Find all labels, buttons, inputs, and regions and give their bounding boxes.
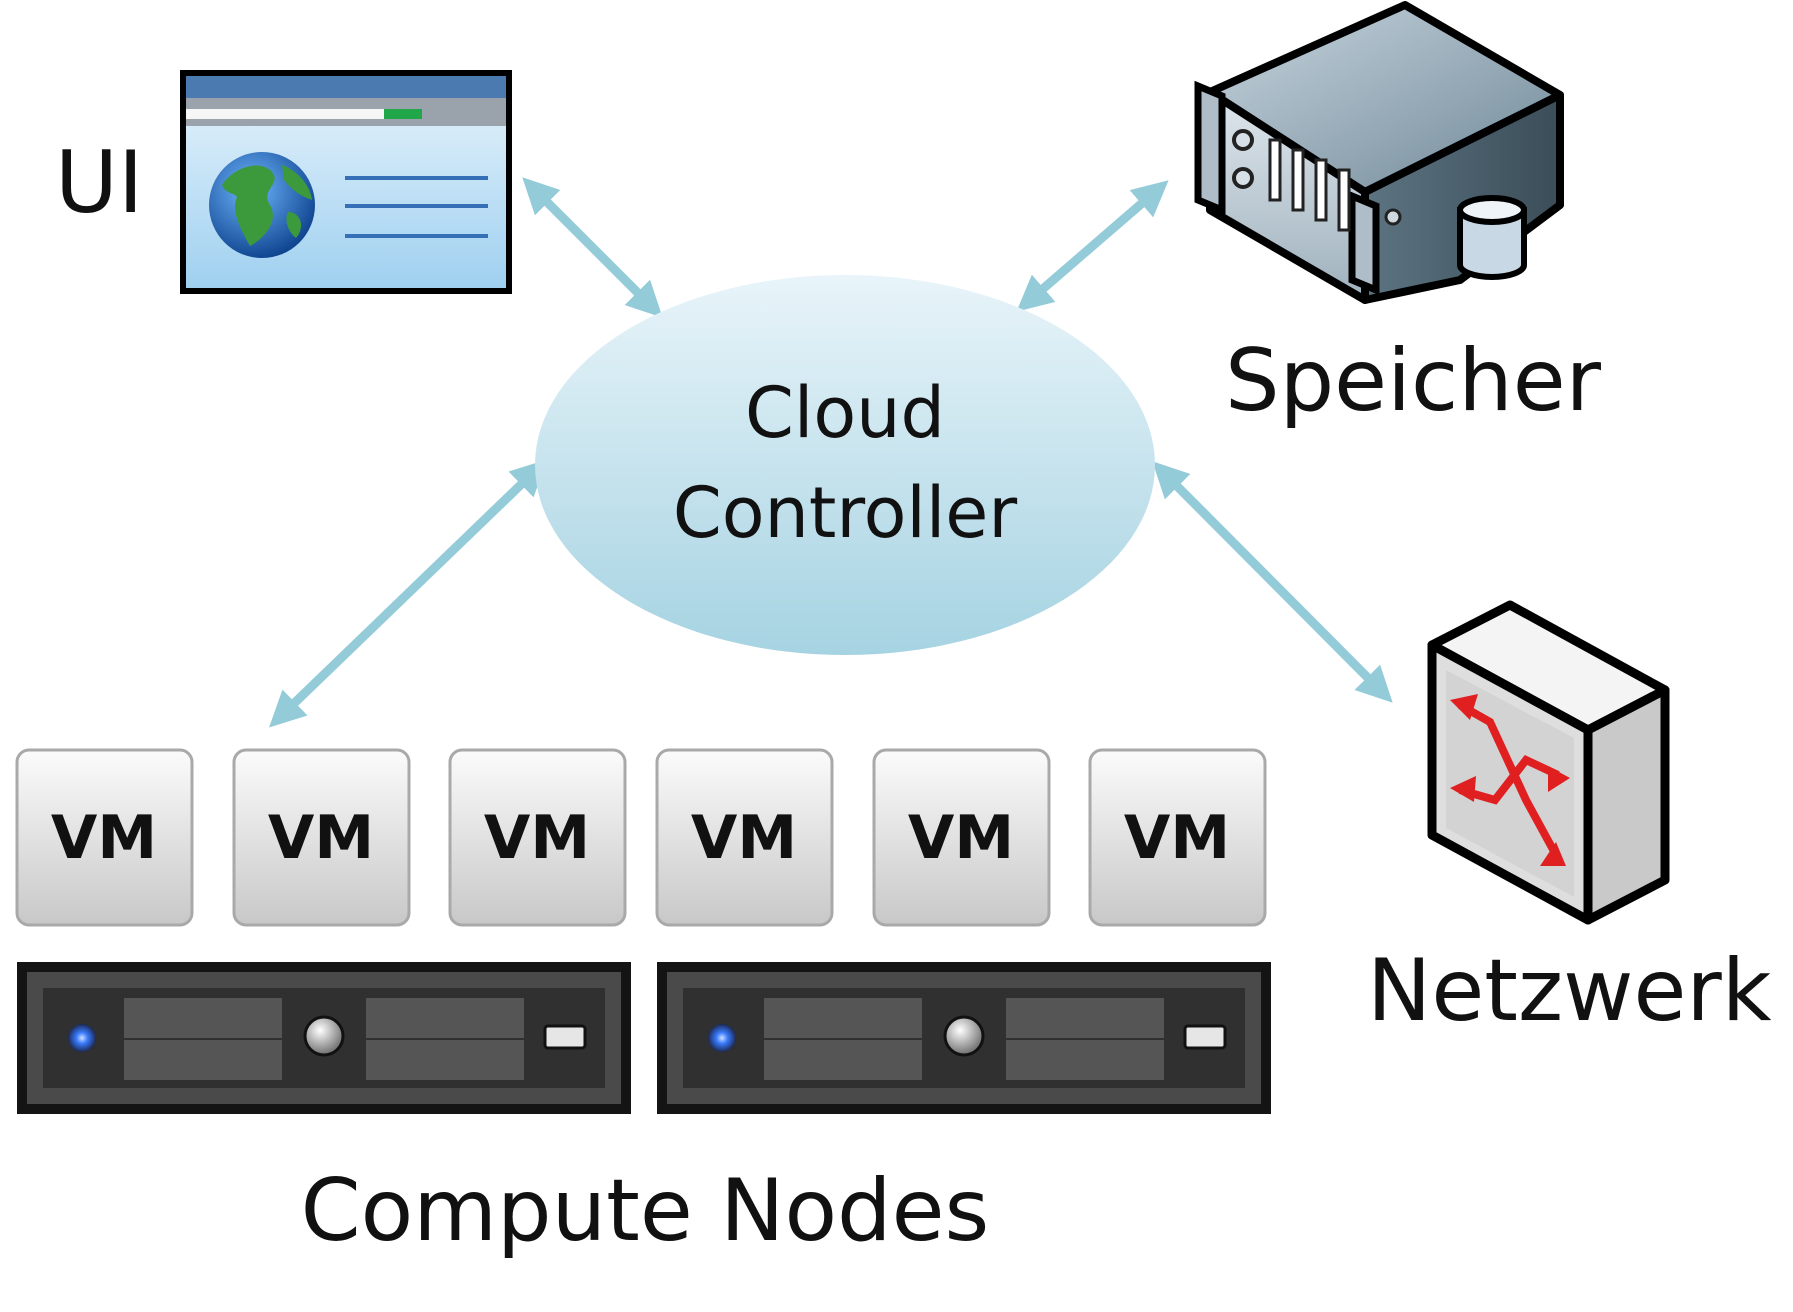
vm-box: VM bbox=[1088, 748, 1267, 927]
rack-server-icon bbox=[657, 962, 1271, 1114]
rack-server-icon bbox=[17, 962, 631, 1114]
database-cylinder bbox=[1457, 195, 1527, 280]
vm-row: VM VM VM VM VM VM bbox=[15, 748, 1267, 927]
vm-label: VM bbox=[908, 803, 1014, 873]
vm-label: VM bbox=[268, 803, 374, 873]
vm-label: VM bbox=[51, 803, 157, 873]
compute-label: Compute Nodes bbox=[301, 1161, 990, 1261]
cloud-controller-ellipse bbox=[535, 275, 1155, 655]
controller-label-line1: Cloud bbox=[745, 372, 945, 454]
arrow-network-controller bbox=[1152, 461, 1393, 703]
browser-window-globe-icon bbox=[180, 70, 512, 294]
vm-box: VM bbox=[232, 748, 411, 927]
vm-label: VM bbox=[691, 803, 797, 873]
vm-box: VM bbox=[15, 748, 194, 927]
controller-label-line2: Controller bbox=[673, 472, 1018, 554]
power-led-icon bbox=[708, 1024, 736, 1052]
arrow-compute-controller bbox=[269, 459, 547, 728]
power-button-icon bbox=[943, 1015, 985, 1057]
compute-node: VM VM VM VM VM VM bbox=[15, 748, 1271, 1261]
power-button-icon bbox=[303, 1015, 345, 1057]
connections bbox=[269, 177, 1393, 728]
vm-box: VM bbox=[448, 748, 627, 927]
arrow-storage-controller bbox=[1016, 180, 1169, 312]
crossing-arrows-icon bbox=[1458, 701, 1560, 857]
storage-label: Speicher bbox=[1225, 331, 1602, 431]
ui-node: UI bbox=[55, 70, 512, 294]
ui-label: UI bbox=[55, 133, 143, 233]
arrow-ui-controller bbox=[522, 177, 663, 318]
network-label: Netzwerk bbox=[1367, 941, 1772, 1041]
network-node: Netzwerk bbox=[1367, 600, 1772, 1041]
server-with-database-icon bbox=[1194, 1, 1564, 304]
storage-node: Speicher bbox=[1194, 1, 1602, 431]
vm-box: VM bbox=[872, 748, 1051, 927]
network-switch-icon bbox=[1427, 600, 1670, 925]
cloud-controller: Cloud Controller bbox=[535, 275, 1155, 655]
power-led-icon bbox=[68, 1024, 96, 1052]
vm-label: VM bbox=[484, 803, 590, 873]
vm-label: VM bbox=[1124, 803, 1230, 873]
vm-box: VM bbox=[655, 748, 834, 927]
